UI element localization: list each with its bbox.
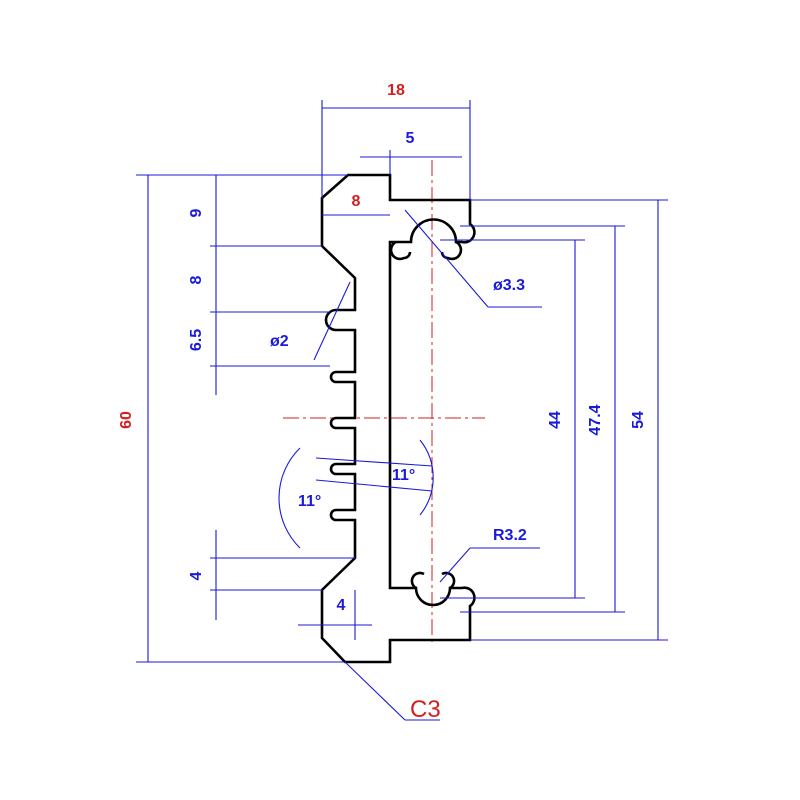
bottom-height-label: 4 [188,571,205,580]
profile-outline [320,173,476,664]
dimension-lines [136,100,668,721]
top-height-label: 9 [188,208,205,217]
angle-inner-label: 11° [392,467,415,484]
hole-diameter-label: ø3.3 [493,277,525,294]
angle-outer-label: 11° [298,493,321,510]
overall-height-label: 60 [118,411,135,429]
span-outer-label: 54 [630,411,647,429]
center-lines [283,160,485,645]
bottom-width-label: 4 [337,597,346,614]
top-step-label: 8 [352,193,361,210]
radius-label: R3.2 [493,527,527,544]
bottom-slot-lip [410,571,425,590]
pitch-label: 6.5 [188,329,205,351]
overall-width-label: 18 [387,82,405,99]
fin-diameter-label: ø2 [270,333,289,350]
dimension-texts: 18 5 8 9 8 6.5 60 44 47.4 54 ø3.3 ø2 11°… [118,82,647,723]
top-slot-lip [389,240,412,261]
slot-offset-label: 5 [406,130,415,147]
heatsink-outline [320,173,476,664]
rib-height-label: 8 [188,275,205,284]
chamfer-label: C3 [410,696,441,723]
bottom-slot-lip-right [441,571,456,590]
span-mid-label: 47.4 [587,404,604,435]
span-inner-label: 44 [547,411,564,429]
